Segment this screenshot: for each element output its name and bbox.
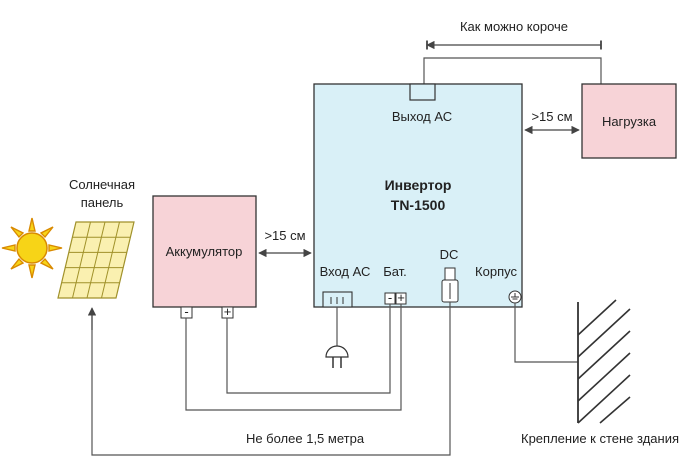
wall-hatch-icon <box>577 299 631 424</box>
inverter-box <box>313 83 523 308</box>
ac-plug-icon <box>325 345 349 368</box>
bat-label: Бат. <box>383 264 407 279</box>
battery-plus-label: + <box>224 304 232 319</box>
dc-label: DC <box>440 247 459 262</box>
ground-cable <box>514 303 578 363</box>
load-box <box>581 83 677 159</box>
shorter-label: Как можно короче <box>460 19 568 34</box>
load-distance-label: >15 см <box>531 109 572 124</box>
case-label: Корпус <box>475 264 517 279</box>
battery-label: Аккумулятор <box>166 244 243 259</box>
inverter-name-label: Инвертор <box>385 177 452 193</box>
wall-mount-label: Крепление к стене здания <box>521 431 679 446</box>
output-to-load-wire <box>423 57 602 84</box>
load-label: Нагрузка <box>602 114 657 129</box>
battery-distance-label: >15 см <box>264 228 305 243</box>
dc-plug-icon <box>441 267 459 303</box>
battery-box <box>152 195 257 308</box>
output-ac-label: Выход АС <box>392 109 452 124</box>
input-ac-label: Вход АС <box>320 264 371 279</box>
sun-icon <box>1 217 63 279</box>
inverter-bat-minus-label: - <box>388 290 392 305</box>
max-length-label: Не более 1,5 метра <box>246 431 365 446</box>
output-ac-socket <box>409 83 436 101</box>
inverter-model-label: TN-1500 <box>391 197 446 213</box>
inverter-bat-plus-label: + <box>397 290 405 305</box>
ground-icon <box>508 290 522 304</box>
battery-plus-cable <box>226 304 391 394</box>
dc-cable <box>91 302 451 456</box>
solar-panel-icon <box>57 221 135 299</box>
battery-minus-label: - <box>184 304 188 319</box>
battery-minus-cable <box>185 304 402 411</box>
solar-panel-label-1: Солнечная <box>69 177 135 192</box>
solar-panel-label-2: панель <box>81 195 124 210</box>
